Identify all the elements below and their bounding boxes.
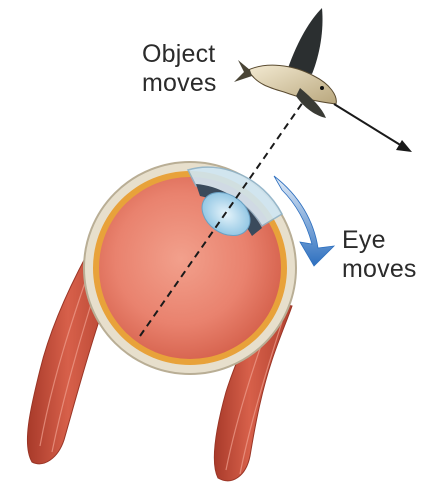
bird-body <box>248 65 336 104</box>
eye-moves-label: Eye moves <box>342 226 417 284</box>
bird-eye <box>320 86 324 90</box>
bird-object <box>234 8 336 118</box>
object-motion-arrow <box>334 104 412 152</box>
bird-upper-wing <box>288 8 323 74</box>
eye-label-line-2: moves <box>342 255 417 284</box>
object-label-line-2: moves <box>142 69 217 98</box>
eye-label-line-1: Eye <box>342 226 417 255</box>
object-label-line-1: Object <box>142 40 217 69</box>
object-moves-label: Object moves <box>142 40 217 98</box>
bird-tail <box>234 60 252 82</box>
